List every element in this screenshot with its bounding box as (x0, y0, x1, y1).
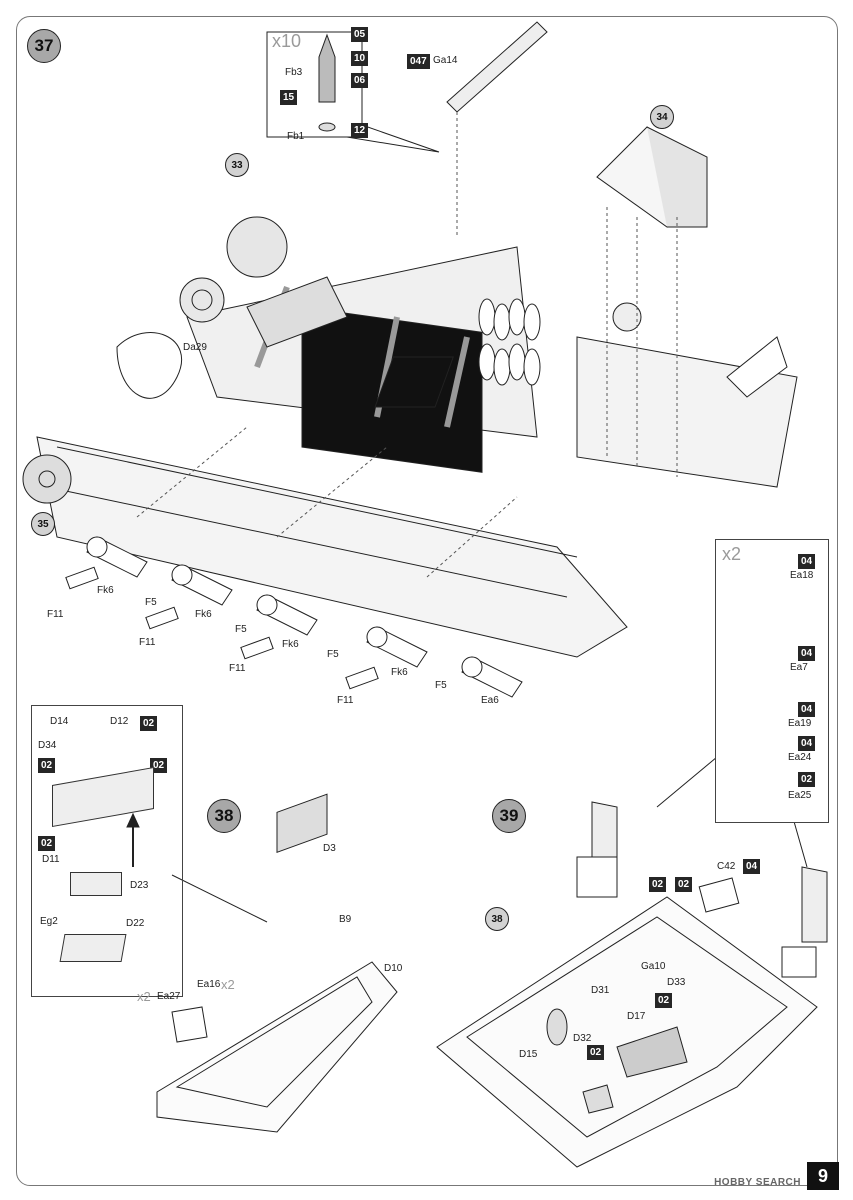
label-b9: B9 (339, 914, 352, 925)
sprue-02-d: 02 (38, 836, 56, 851)
multiplier-x2-a: x2 (137, 989, 151, 1004)
sprue-06: 06 (351, 73, 369, 88)
label-ga14: Ga14 (433, 55, 458, 66)
page-number: 9 (807, 1162, 839, 1190)
label-c42: C42 (717, 861, 736, 872)
label-ga10: Ga10 (641, 961, 666, 972)
sprue-04-d: 04 (798, 736, 816, 751)
sprue-04-39: 04 (743, 859, 761, 874)
label-ea18: Ea18 (790, 570, 814, 581)
watermark-logo: HOBBY SEARCH (714, 1177, 801, 1188)
label-f11-2: F11 (139, 637, 156, 648)
label-ea19: Ea19 (788, 718, 812, 729)
sprue-05: 05 (351, 27, 369, 42)
instruction-page: 37 38 39 33 34 35 38 x10 05 10 Fb3 06 15… (16, 16, 838, 1186)
sprue-12: 12 (351, 123, 369, 138)
label-f5-2: F5 (235, 624, 247, 635)
label-d11: D11 (42, 854, 60, 865)
sprue-15: 15 (280, 90, 298, 105)
label-ea24: Ea24 (788, 752, 812, 763)
sprue-047: 047 (407, 54, 430, 69)
part-d22 (59, 934, 127, 962)
label-d32: D32 (573, 1033, 592, 1044)
label-fk6-2: Fk6 (195, 609, 212, 620)
label-fk6-4: Fk6 (391, 667, 408, 678)
sprue-04-c: 04 (798, 702, 816, 717)
step-38-number: 38 (207, 799, 241, 833)
part-d23 (70, 872, 122, 896)
label-d17: D17 (627, 1011, 646, 1022)
multiplier-x2: x2 (722, 544, 742, 564)
step-39-number: 39 (492, 799, 526, 833)
sprue-02-39d: 02 (587, 1045, 605, 1060)
label-f11-3: F11 (229, 663, 246, 674)
sprue-02-39a: 02 (649, 877, 667, 892)
sprue-02: 02 (798, 772, 816, 787)
sprue-10: 10 (351, 51, 369, 66)
label-f5-4: F5 (435, 680, 447, 691)
sprue-02-a: 02 (140, 716, 158, 731)
multiplier-x10: x10 (272, 31, 302, 51)
inset-39-suspension: x2 04 Ea18 04 Ea7 04 Ea19 04 Ea24 02 Ea2… (715, 539, 829, 823)
ref-38: 38 (485, 907, 509, 931)
label-f5-1: F5 (145, 597, 157, 608)
label-d33: D33 (667, 977, 686, 988)
label-f11-4: F11 (337, 695, 354, 706)
label-ea16: Ea16 (197, 979, 221, 990)
label-d10: D10 (384, 963, 403, 974)
label-d22: D22 (126, 918, 145, 929)
ref-33: 33 (225, 153, 249, 177)
label-fb1: Fb1 (287, 131, 305, 142)
assembly-line-art (22, 21, 828, 1168)
label-fb3: Fb3 (285, 67, 303, 78)
label-f11-1: F11 (47, 609, 64, 620)
label-d3: D3 (323, 843, 336, 854)
sprue-04-a: 04 (798, 554, 816, 569)
label-d15: D15 (519, 1049, 538, 1060)
label-ea7: Ea7 (790, 662, 808, 673)
sprue-02-39b: 02 (675, 877, 693, 892)
label-ea27: Ea27 (157, 991, 181, 1002)
step-37-number: 37 (27, 29, 61, 63)
multiplier-x2-b: x2 (221, 977, 235, 992)
label-d12: D12 (110, 716, 129, 727)
sprue-04-b: 04 (798, 646, 816, 661)
label-d31: D31 (591, 985, 610, 996)
inset-38-detail: D14 D12 02 D34 02 02 02 D11 D23 Eg2 D22 (31, 705, 183, 997)
label-f5-3: F5 (327, 649, 339, 660)
label-d23: D23 (130, 880, 149, 891)
label-ea25: Ea25 (788, 790, 812, 801)
label-d14: D14 (50, 716, 69, 727)
sprue-02-c: 02 (150, 758, 168, 773)
label-fk6-3: Fk6 (282, 639, 299, 650)
label-d34: D34 (38, 740, 57, 751)
sprue-02-b: 02 (38, 758, 56, 773)
ref-34: 34 (650, 105, 674, 129)
label-da29: Da29 (183, 342, 207, 353)
ref-35: 35 (31, 512, 55, 536)
part-assembly-d12 (52, 767, 154, 827)
label-eg2: Eg2 (40, 916, 58, 927)
sprue-02-39c: 02 (655, 993, 673, 1008)
label-fk6-1: Fk6 (97, 585, 114, 596)
label-ea6: Ea6 (481, 695, 499, 706)
